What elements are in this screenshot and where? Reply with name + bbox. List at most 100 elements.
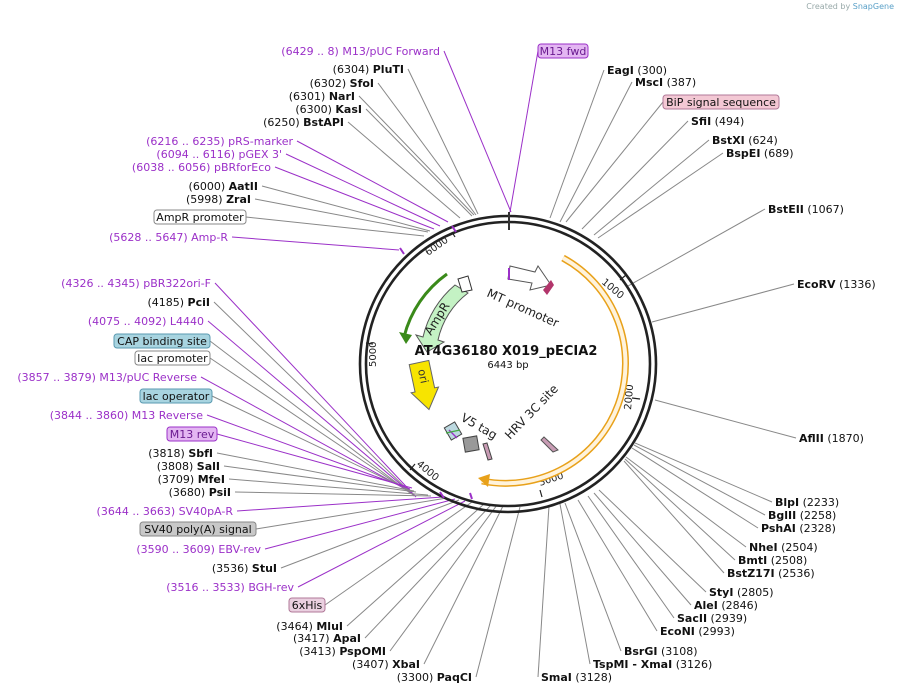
primer-tick: [448, 429, 458, 439]
alei-position: (2846): [718, 599, 758, 612]
sfii-name: SfiI: [691, 115, 711, 128]
leader-styi: [598, 489, 707, 593]
leader-psii: [234, 491, 432, 497]
amp-r-name: Amp-R: [191, 231, 228, 244]
label-text-bghrev: (3516 .. 3533) BGH-rev: [166, 581, 294, 594]
label-box-m13fwd: [537, 43, 589, 59]
cloning-region: V5 tag HRV 3C site: [443, 382, 561, 461]
label-text-econi: EcoNI (2993): [660, 625, 735, 638]
leader-ebvrev: [264, 498, 456, 550]
leader-mlui: [346, 503, 485, 627]
leader-sbfi: [216, 452, 415, 492]
kasi-name: KasI: [335, 103, 362, 116]
leader-lacop: [211, 395, 410, 491]
ampr-feature: AmpR: [399, 272, 473, 353]
ecorv-name: EcoRV: [797, 278, 836, 291]
leader-pbrforeco: [274, 166, 435, 230]
orf-arc: [478, 254, 629, 487]
mt-promoter-feature: MT promoter: [485, 265, 561, 330]
label-l4440: (4075 .. 4092) L4440: [88, 315, 204, 328]
leader-m13puc-fwd: [443, 50, 512, 213]
aatii-position: (6000): [189, 180, 229, 193]
label-tspmi: TspMI - XmaI (3126): [593, 658, 712, 671]
msci-position: (387): [663, 76, 696, 89]
label-text-pbrforeco: (6038 .. 6056) pBRforEco: [132, 161, 271, 174]
label-text-pshai: PshAI (2328): [761, 522, 836, 535]
label-m13pucrev: (3857 .. 3879) M13/pUC Reverse: [17, 371, 197, 384]
label-text-m13rev: M13 rev: [170, 428, 215, 441]
alei-name: AleI: [694, 599, 718, 612]
label-text-bspei: BspEI (689): [726, 147, 794, 160]
aflii-position: (1870): [824, 432, 864, 445]
tick-4000: [409, 463, 416, 471]
leader-stui: [280, 499, 460, 569]
leader-pluti: [407, 68, 479, 215]
label-text-m13reverse: (3844 .. 3860) M13 Reverse: [50, 409, 203, 422]
primer-marks: [399, 212, 510, 500]
zrai-name: ZraI: [226, 193, 251, 206]
leader-sfoi: [377, 82, 477, 216]
label-sixhis: 6xHis: [288, 597, 326, 613]
label-text-mlui: (3464) MluI: [276, 620, 343, 633]
label-amp-r: (5628 .. 5647) Amp-R: [109, 231, 228, 244]
label-text-apai: (3417) ApaI: [293, 632, 361, 645]
pcii-position: (4185): [147, 296, 187, 309]
label-text-nari: (6301) NarI: [289, 90, 355, 103]
leader-aatii: [261, 185, 431, 232]
label-sfii: SfiI (494): [691, 115, 744, 128]
ampr-outer-arrowhead: [399, 332, 412, 344]
leader-ampr-promoter: [245, 216, 425, 237]
label-sv40par: (3644 .. 3663) SV40pA-R: [97, 505, 234, 518]
label-m13reverse: (3844 .. 3860) M13 Reverse: [50, 409, 203, 422]
label-pluti: (6304) PluTI: [333, 63, 404, 76]
label-text-prs: (6216 .. 6235) pRS-marker: [146, 135, 293, 148]
label-text-sixhis: 6xHis: [292, 599, 323, 612]
mlui-position: (3464): [276, 620, 316, 633]
label-bip: BiP signal sequence: [662, 94, 780, 110]
label-text-bsrgi: BsrGI (3108): [624, 645, 698, 658]
ori-feature: ori: [408, 359, 440, 411]
primer-mark-ampr: [399, 247, 405, 255]
label-m13rev: M13 rev: [166, 426, 218, 442]
label-paqci: (3300) PaqCI: [397, 671, 472, 684]
m13puc-fwd-name: M13/pUC Forward: [342, 45, 440, 58]
leader-tspmi: [559, 503, 591, 665]
leader-m13pucrev: [200, 376, 410, 492]
msci-name: MscI: [635, 76, 663, 89]
aatii-name: AatII: [229, 180, 258, 193]
mfei-name: MfeI: [198, 473, 225, 486]
leader-bmti: [624, 458, 736, 561]
label-pshai: PshAI (2328): [761, 522, 836, 535]
sacii-position: (2939): [707, 612, 747, 625]
label-text-sbfi: (3818) SbfI: [148, 447, 213, 460]
leader-pshai: [631, 447, 759, 529]
label-bstxi: BstXI (624): [712, 134, 778, 147]
pluti-position: (6304): [333, 63, 373, 76]
label-zrai: (5998) ZraI: [186, 193, 251, 206]
label-pgex: (6094 .. 6116) pGEX 3': [156, 148, 282, 161]
label-text-bstapi: (6250) BstAPI: [263, 116, 344, 129]
zrai-position: (5998): [186, 193, 226, 206]
tick-2000: [631, 397, 641, 400]
leader-xbai: [423, 505, 504, 665]
label-bmti: BmtI (2508): [738, 554, 807, 567]
label-lacprom: lac promoter: [134, 350, 211, 366]
leader-bstxi: [593, 139, 710, 236]
sacii-name: SacII: [677, 612, 707, 625]
label-text-lacop: lac operator: [143, 390, 210, 403]
leader-pgex: [285, 153, 441, 227]
leader-sixhis: [324, 501, 473, 606]
nhei-position: (2504): [778, 541, 818, 554]
leader-bstz17i: [623, 460, 725, 574]
label-text-ampr-promoter: AmpR promoter: [156, 211, 244, 224]
tspmi-position: (3126): [672, 658, 712, 671]
leader-apai: [364, 504, 492, 639]
label-text-pluti: (6304) PluTI: [333, 63, 404, 76]
psii-name: PsiI: [209, 486, 231, 499]
leader-sfii: [581, 120, 689, 230]
sali-position: (3808): [157, 460, 197, 473]
label-aatii: (6000) AatII: [189, 180, 258, 193]
leader-lacprom: [209, 357, 410, 493]
apai-name: ApaI: [333, 632, 361, 645]
label-alei: AleI (2846): [694, 599, 758, 612]
